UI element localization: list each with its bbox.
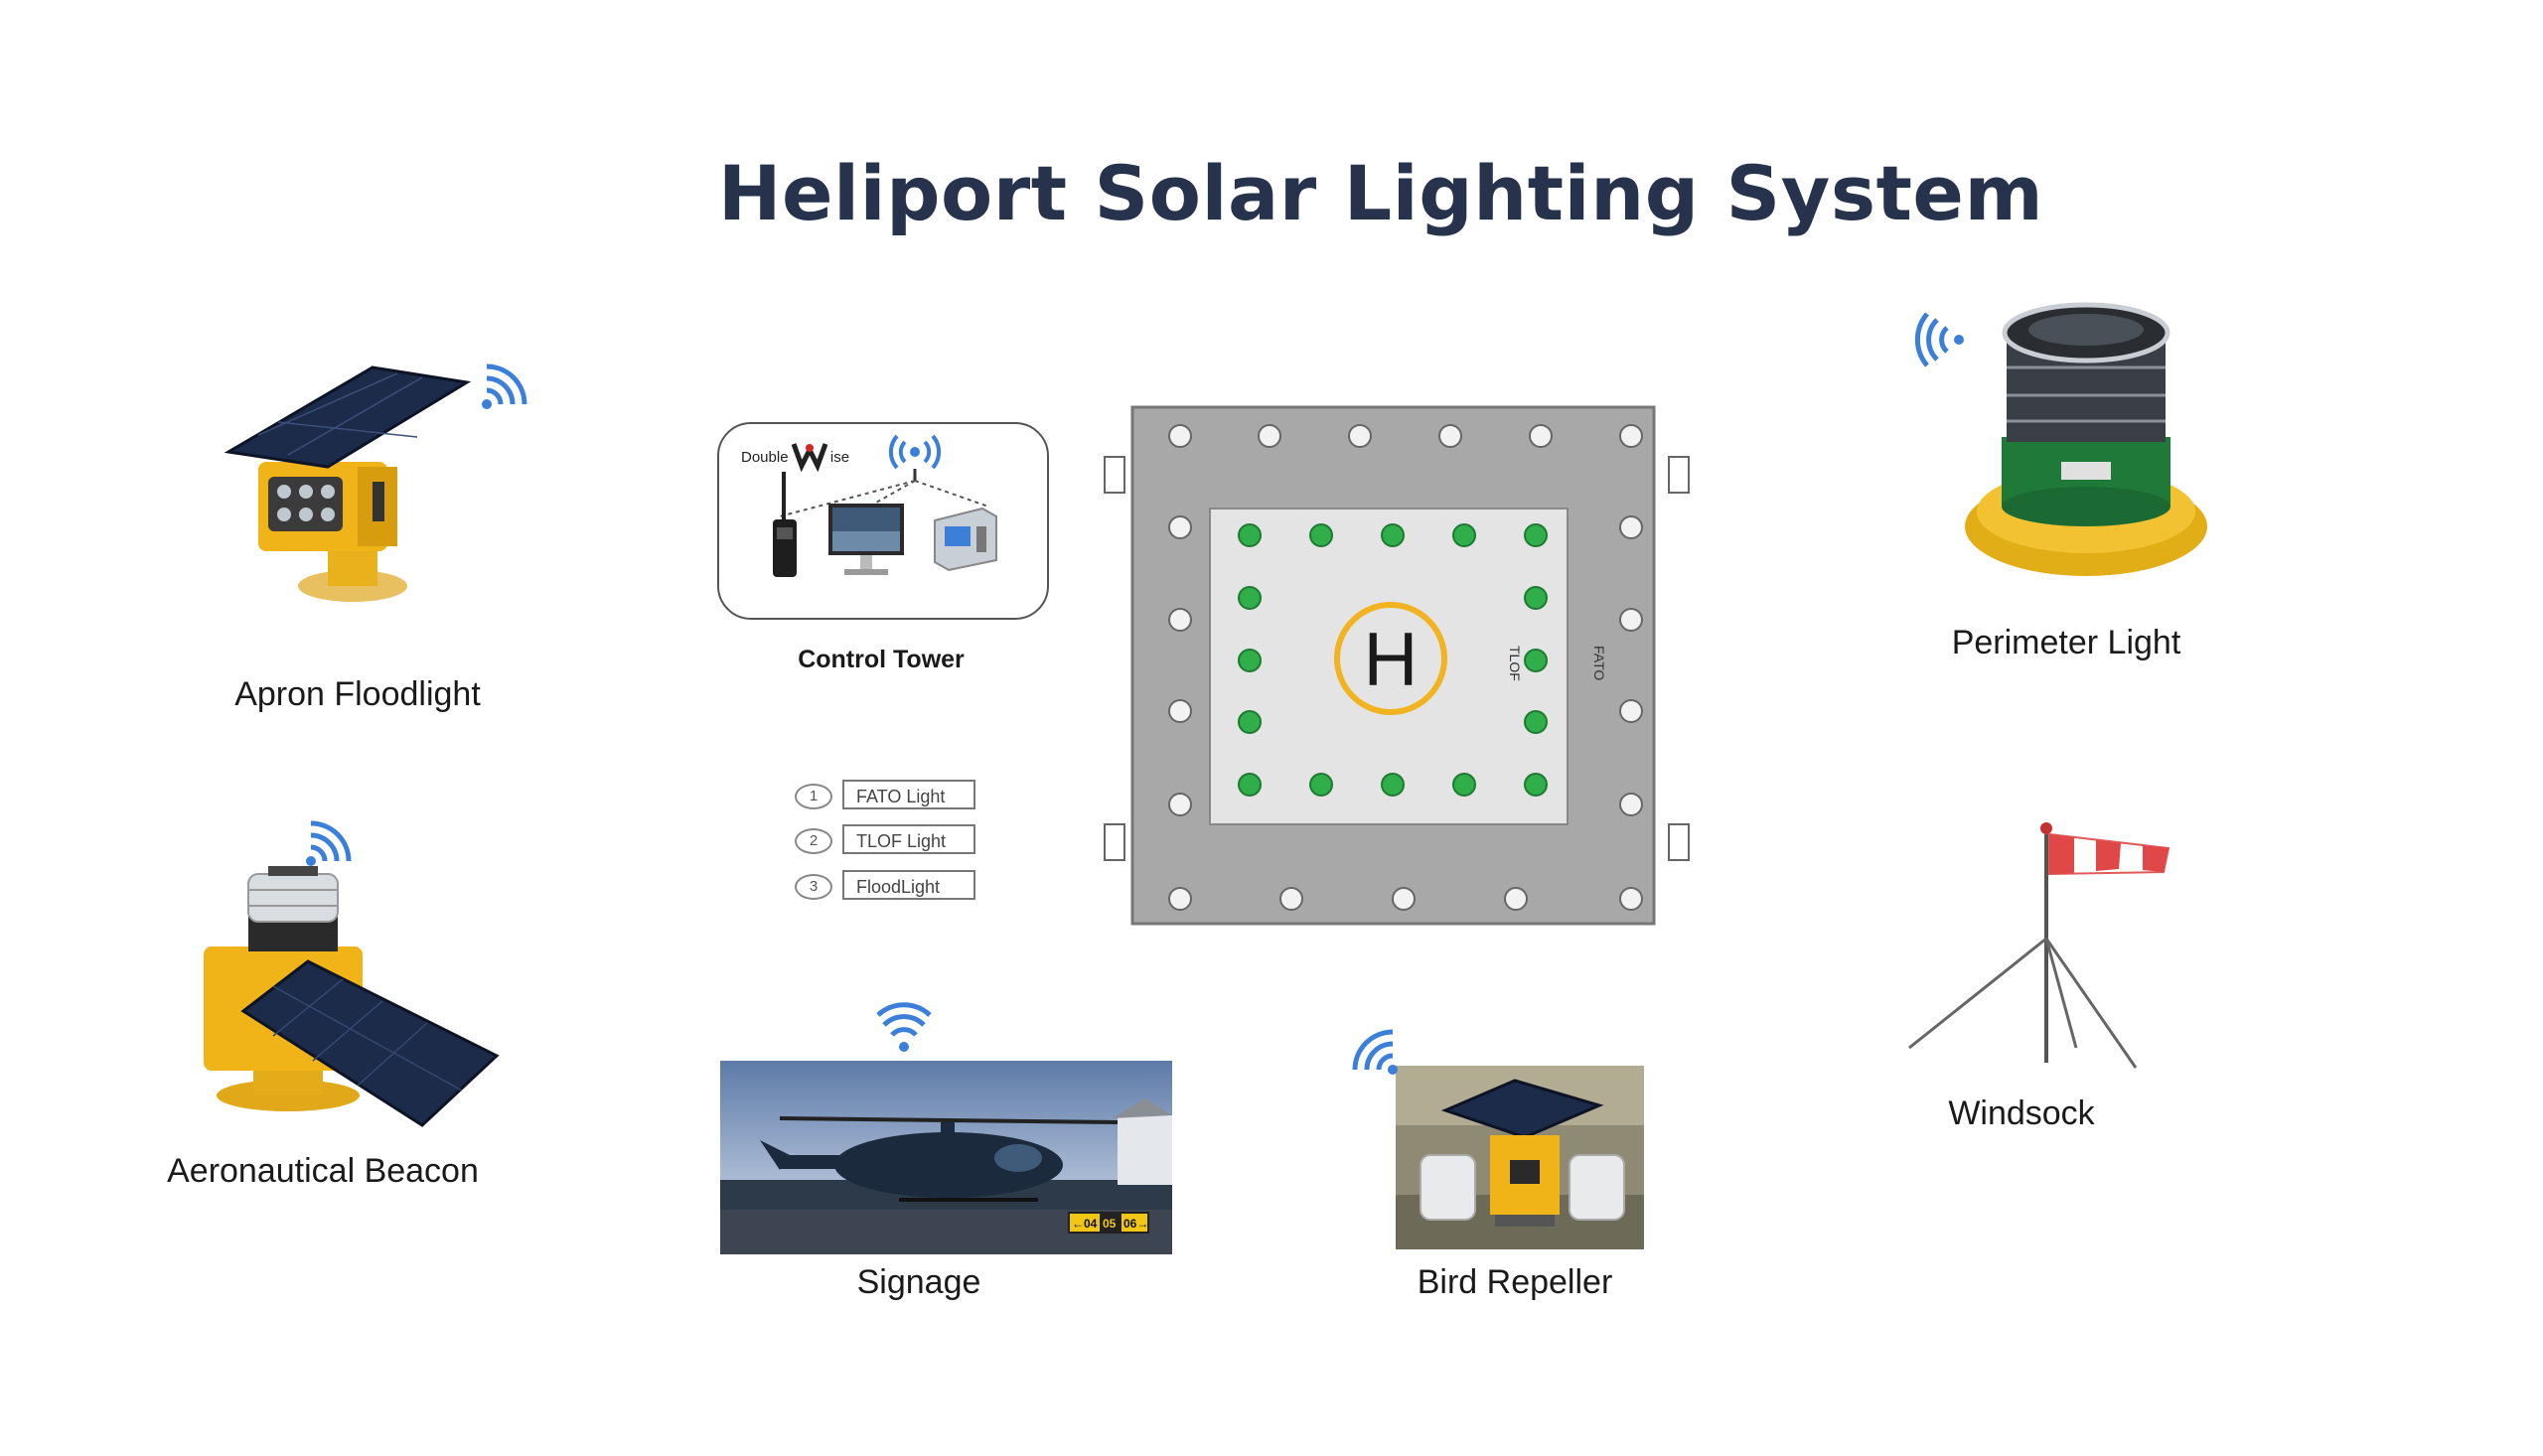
legend-number: 3 — [795, 874, 832, 900]
brand-logo-right: ise — [829, 449, 850, 466]
floodlight-mark — [1104, 823, 1125, 861]
brand-w-icon — [791, 443, 828, 473]
fato-light — [1392, 887, 1416, 911]
tlof-light — [1381, 773, 1405, 797]
fato-light — [1619, 515, 1643, 539]
tlof-light — [1238, 649, 1262, 672]
tlof-light — [1452, 773, 1476, 797]
fato-light — [1168, 608, 1192, 632]
floodlight-mark — [1104, 456, 1125, 494]
tlof-light — [1309, 773, 1333, 797]
fato-light — [1529, 424, 1553, 448]
floodlight-mark — [1668, 823, 1690, 861]
wireless-signal-icon — [888, 434, 942, 470]
fato-light — [1168, 515, 1192, 539]
h-marker: H — [1364, 618, 1419, 702]
signage-image: ←04 05 06→ — [720, 1061, 1172, 1254]
legend-label: FloodLight — [842, 870, 975, 900]
fato-light — [1168, 793, 1192, 816]
tlof-light — [1524, 523, 1548, 547]
fato-light — [1619, 608, 1643, 632]
fato-lights — [1168, 424, 1643, 911]
fato-light — [1279, 887, 1303, 911]
wireless-signal-icon — [482, 364, 527, 409]
apron-floodlight-image — [224, 365, 472, 602]
legend-label: FATO Light — [842, 780, 975, 809]
fato-light — [1168, 424, 1192, 448]
tlof-light — [1524, 773, 1548, 797]
wireless-signal-icon — [306, 820, 352, 866]
tlof-area — [1209, 508, 1569, 825]
fato-light — [1619, 793, 1643, 816]
apron-floodlight-label: Apron Floodlight — [234, 675, 481, 713]
fato-light — [1438, 424, 1462, 448]
tlof-light — [1524, 710, 1548, 734]
tlof-label: TLOF — [1507, 646, 1523, 681]
fato-light — [1504, 887, 1528, 911]
tlof-light — [1238, 586, 1262, 610]
tlof-light — [1238, 523, 1262, 547]
controller-icon — [934, 507, 997, 572]
legend-number: 1 — [795, 784, 832, 809]
bird-repeller-label: Bird Repeller — [1417, 1263, 1613, 1301]
wireless-signal-icon — [1914, 312, 1964, 367]
floodlights — [1104, 456, 1690, 861]
fato-light — [1258, 424, 1281, 448]
windsock-image — [1908, 822, 2170, 1069]
tlof-light — [1238, 773, 1262, 797]
tlof-light — [1309, 523, 1333, 547]
tlof-light — [1238, 710, 1262, 734]
perimeter-light-image — [1965, 302, 2207, 576]
aeronautical-beacon-label: Aeronautical Beacon — [167, 1152, 479, 1190]
tlof-light — [1524, 586, 1548, 610]
brand-logo-left: Double — [741, 449, 789, 466]
fato-light — [1619, 887, 1643, 911]
wireless-signal-icon — [876, 1002, 932, 1052]
fato-label: FATO — [1591, 646, 1607, 680]
perimeter-light-label: Perimeter Light — [1951, 624, 2181, 661]
monitor-icon — [828, 504, 904, 575]
signage-label: Signage — [856, 1263, 981, 1301]
signage-plate-right: 06→ — [1123, 1217, 1148, 1231]
bird-repeller-image — [1396, 1066, 1644, 1249]
brand-logo: Double ise — [741, 442, 850, 473]
fato-light — [1619, 424, 1643, 448]
legend-number: 2 — [795, 828, 832, 854]
control-tower-links — [779, 469, 989, 517]
fato-light — [1619, 699, 1643, 723]
signage-plate-mid: 05 — [1103, 1217, 1117, 1231]
helipad-diagram: H TLOF FATO — [1104, 405, 1690, 926]
tlof-light — [1452, 523, 1476, 547]
tlof-light — [1381, 523, 1405, 547]
fato-light — [1168, 699, 1192, 723]
fato-light — [1168, 887, 1192, 911]
control-tower-label: Control Tower — [798, 646, 965, 673]
wireless-signal-icon — [1352, 1029, 1398, 1075]
radio-icon — [773, 472, 797, 577]
h-marker-ring — [1334, 602, 1447, 715]
tlof-lights — [1238, 523, 1548, 797]
windsock-label: Windsock — [1948, 1094, 2095, 1132]
fato-light — [1348, 424, 1372, 448]
aeronautical-beacon-image — [204, 866, 500, 1127]
signage-plate-left: ←04 — [1072, 1217, 1098, 1231]
legend-label: TLOF Light — [842, 824, 975, 854]
page-title: Heliport Solar Lighting System — [717, 149, 2044, 237]
floodlight-mark — [1668, 456, 1690, 494]
tlof-light — [1524, 649, 1548, 672]
